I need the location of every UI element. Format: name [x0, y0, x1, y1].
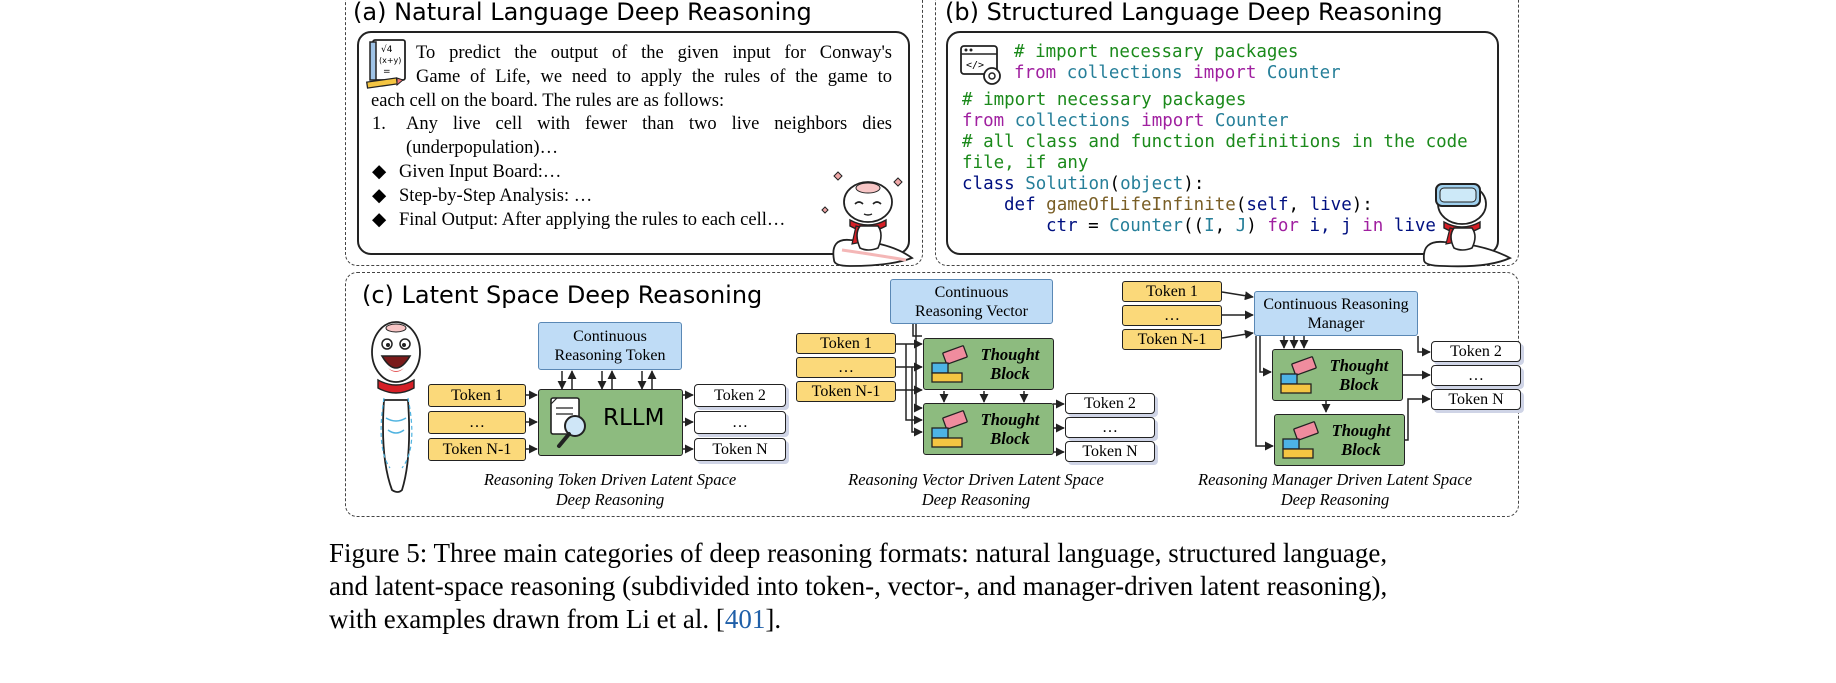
code-line-4: from collections import Counter: [962, 111, 1289, 131]
token-2-out-box: Token 2: [1431, 341, 1521, 362]
bullet-2: Step-by-Step Analysis: …: [399, 186, 593, 206]
caption-manager-driven: Reasoning Manager Driven Latent Space De…: [1197, 470, 1473, 509]
continuous-reasoning-token-box: Continuous Reasoning Token: [538, 322, 682, 370]
nl-line-2: Game of Life, we need to apply the rules…: [416, 67, 892, 87]
token-1-box: Token 1: [1122, 281, 1222, 302]
blocks-icon: [1281, 421, 1321, 461]
rule-continuation: (underpopulation)…: [406, 138, 559, 158]
rllm-box: RLLM: [538, 389, 683, 456]
token-2-out-box: Token 2: [1065, 393, 1155, 414]
blocks-icon: [930, 345, 970, 385]
thought-block-1: Thought Block: [923, 338, 1054, 390]
token-n-out-box: Token N: [1065, 441, 1155, 462]
blocks-icon: [1279, 356, 1319, 396]
ellipsis-out-box: …: [694, 411, 786, 434]
continuous-reasoning-manager-box: Continuous Reasoning Manager: [1254, 291, 1418, 336]
code-line-9: ctr = Counter((I, J) for i, j in live: [1046, 216, 1436, 236]
thought-block-label: Thought Block: [980, 410, 1040, 448]
caption-vector-driven: Reasoning Vector Driven Latent Space Dee…: [848, 470, 1104, 509]
thought-block-label: Thought Block: [1331, 421, 1391, 459]
svg-text:</>: </>: [966, 60, 984, 71]
rllm-label: RLLM: [603, 405, 665, 431]
code-line-5: # all class and function definitions in …: [962, 132, 1468, 152]
code-line-8: def gameOfLifeInfinite(self, live):: [1004, 195, 1373, 215]
panel-b: [935, 0, 1519, 266]
ellipsis-box: …: [428, 411, 526, 434]
nl-line-1: To predict the output of the given input…: [416, 43, 892, 63]
figure-caption-line-3: with examples drawn from Li et al. [401]…: [329, 604, 782, 634]
figure-caption-line-1: Figure 5: Three main categories of deep …: [329, 538, 1388, 568]
math-book-icon: √4 (x+y) =: [365, 38, 411, 90]
blocks-icon: [930, 410, 970, 450]
snake-mascot-vr-icon: [1418, 172, 1518, 268]
bullet-icon: ◆: [372, 162, 387, 182]
panel-a-title: (a) Natural Language Deep Reasoning: [353, 0, 812, 26]
bullet-icon: ◆: [372, 210, 387, 230]
rule-number: 1.: [372, 114, 386, 134]
ellipsis-out-box: …: [1431, 365, 1521, 386]
panel-a-box: [357, 31, 910, 255]
token-1-box: Token 1: [796, 333, 896, 354]
nl-line-3: each cell on the board. The rules are as…: [371, 91, 725, 111]
thought-block-label: Thought Block: [1329, 356, 1389, 394]
svg-text:√4: √4: [381, 44, 393, 55]
code-line-3: # import necessary packages: [962, 90, 1247, 110]
thought-block-1: Thought Block: [1272, 349, 1403, 401]
snake-mascot-laughing-icon: [362, 318, 432, 496]
token-2-out-box: Token 2: [694, 384, 786, 407]
token-n-1-box: Token N-1: [1122, 329, 1222, 350]
svg-text:=: =: [383, 67, 391, 77]
snake-mascot-thinking-icon: [820, 168, 920, 268]
svg-text:(x+y): (x+y): [379, 56, 401, 65]
caption-token-driven: Reasoning Token Driven Latent Space Deep…: [483, 470, 737, 509]
code-line-6: file, if any: [962, 153, 1089, 173]
token-n-out-box: Token N: [694, 438, 786, 461]
token-1-box: Token 1: [428, 384, 526, 407]
token-n-1-box: Token N-1: [796, 381, 896, 402]
thought-block-2: Thought Block: [1274, 414, 1405, 466]
code-line-1: # import necessary packages: [1014, 42, 1299, 62]
continuous-reasoning-vector-box: Continuous Reasoning Vector: [890, 279, 1053, 324]
bullet-3: Final Output: After applying the rules t…: [399, 210, 786, 230]
code-line-2: from collections import Counter: [1014, 63, 1341, 83]
panel-b-title: (b) Structured Language Deep Reasoning: [945, 0, 1443, 26]
bullet-icon: ◆: [372, 186, 387, 206]
bullet-1: Given Input Board:…: [399, 162, 562, 182]
magnifier-document-icon: [549, 396, 591, 450]
ellipsis-box: …: [796, 357, 896, 378]
code-line-7: class Solution(object):: [962, 174, 1205, 194]
ellipsis-out-box: …: [1065, 417, 1155, 438]
thought-block-2: Thought Block: [923, 403, 1054, 455]
code-window-icon: </>: [960, 44, 1004, 88]
token-n-out-box: Token N: [1431, 389, 1521, 410]
thought-block-label: Thought Block: [980, 345, 1040, 383]
token-n-1-box: Token N-1: [428, 438, 526, 461]
figure-caption-line-2: and latent-space reasoning (subdivided i…: [329, 571, 1388, 601]
rule-text: Any live cell with fewer than two live n…: [406, 114, 892, 134]
citation-link[interactable]: 401: [724, 604, 766, 634]
panel-b-box: [946, 31, 1499, 255]
panel-c-title: (c) Latent Space Deep Reasoning: [362, 281, 763, 309]
ellipsis-box: …: [1122, 305, 1222, 326]
panel-a: [345, 0, 923, 266]
